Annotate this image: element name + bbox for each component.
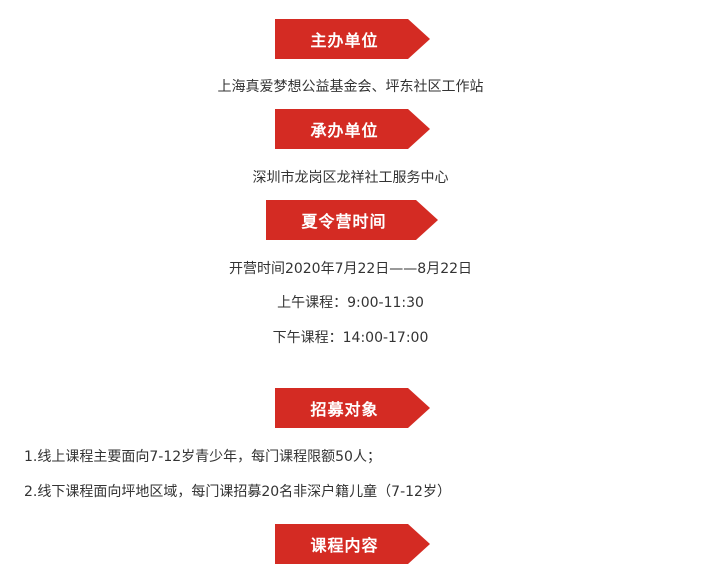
course-banner: 课程内容 (275, 524, 430, 564)
host-content: 上海真爱梦想公益基金会、坪东社区工作站 (217, 79, 484, 95)
recruit-title: 招募对象 (310, 400, 379, 419)
recruit-banner: 招募对象 (275, 388, 430, 428)
organizer-content: 深圳市龙岗区龙祥社工服务中心 (252, 170, 449, 186)
camp-time-title: 夏令营时间 (301, 212, 387, 231)
recruit-item-1: 1.线上课程主要面向7-12岁青少年，每门课程限额50人； (24, 449, 381, 465)
course-title: 课程内容 (310, 536, 379, 555)
recruit-item-2: 2.线下课程面向坪地区域，每门课招募20名非深户籍儿童（7-12岁） (24, 484, 451, 500)
morning-course-line: 上午课程：9:00-11:30 (277, 295, 424, 311)
host-title: 主办单位 (310, 31, 379, 50)
host-banner: 主办单位 (275, 19, 430, 59)
organizer-title: 承办单位 (310, 121, 379, 140)
camp-open-line: 开营时间2020年7月22日——8月22日 (228, 261, 473, 277)
afternoon-course-line: 下午课程：14:00-17:00 (272, 330, 429, 346)
camp-time-banner: 夏令营时间 (266, 200, 438, 240)
organizer-banner: 承办单位 (275, 109, 430, 149)
